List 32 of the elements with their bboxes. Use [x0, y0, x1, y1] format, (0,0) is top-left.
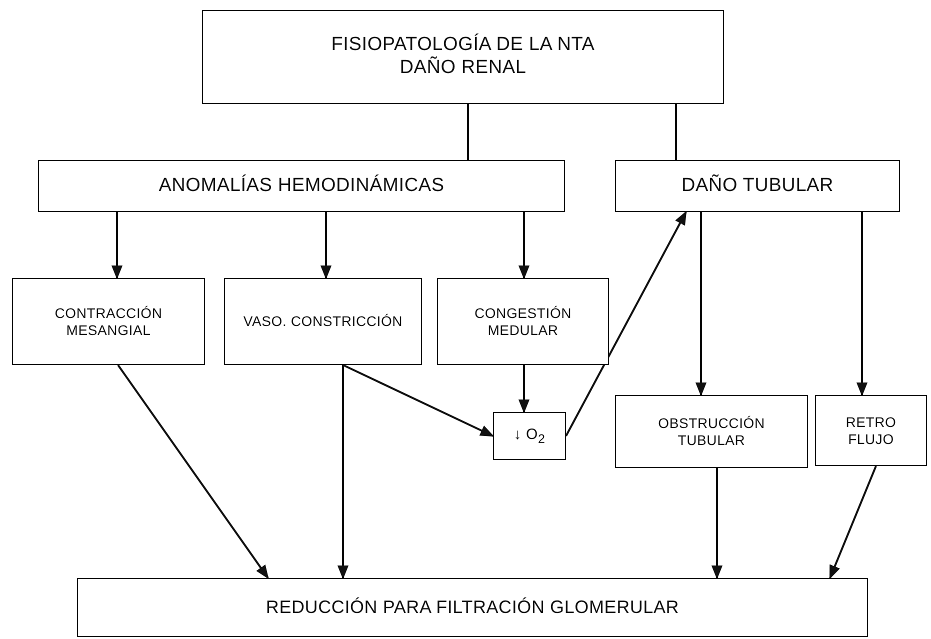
box-label: FISIOPATOLOGÍA DE LA NTA DAÑO RENAL — [330, 34, 596, 80]
box-label: CONGESTIÓN MEDULAR — [473, 304, 573, 338]
arrow — [117, 364, 269, 580]
box-label: ↓ O$_{2}$ — [514, 426, 546, 446]
arrow — [342, 364, 494, 437]
box-label: CONTRACCIÓN MESANGIAL — [54, 304, 164, 338]
box-label: RETRO FLUJO — [844, 414, 898, 448]
box-label: REDUCCIÓN PARA FILTRACIÓN GLOMERULAR — [266, 596, 680, 618]
arrow — [111, 212, 123, 280]
arrow — [856, 212, 868, 396]
arrow — [320, 212, 332, 280]
process-box — [224, 278, 422, 365]
process-box — [615, 395, 808, 468]
process-box — [815, 395, 927, 466]
process-box — [202, 10, 724, 104]
arrow — [337, 365, 349, 580]
arrow — [565, 210, 687, 436]
box-label: OBSTRUCCIÓN TUBULAR — [657, 414, 766, 448]
arrow — [711, 468, 723, 580]
process-box — [77, 578, 868, 637]
box-label: ANOMALÍAS HEMODINÁMICAS — [158, 174, 444, 198]
arrow — [518, 212, 530, 280]
box-label: VASO. CONSTRICCIÓN — [243, 313, 403, 330]
process-box — [38, 160, 565, 212]
box-label: DAÑO TUBULAR — [681, 174, 834, 198]
arrow — [829, 466, 877, 580]
arrow — [695, 212, 707, 396]
process-box — [615, 160, 900, 212]
arrow — [518, 365, 530, 414]
process-box — [12, 278, 205, 365]
process-box — [437, 278, 609, 365]
process-box — [493, 412, 566, 460]
